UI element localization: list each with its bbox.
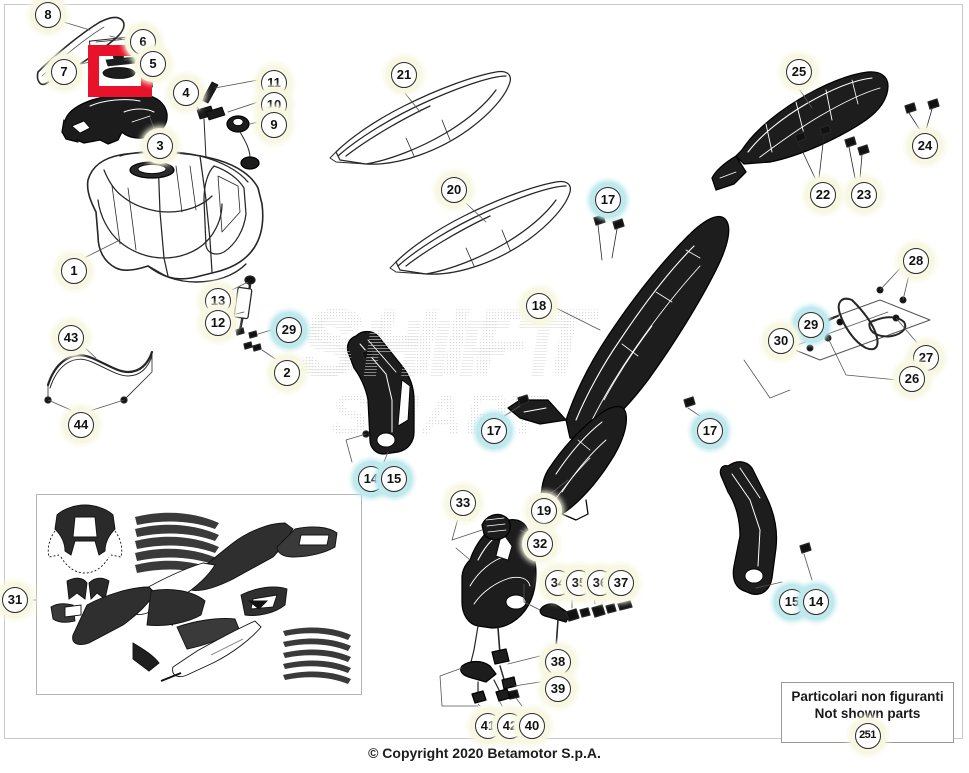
callout-1[interactable]: 1 xyxy=(61,258,87,284)
part-cluster-9-10-11 xyxy=(201,81,260,170)
part-front-mask-3 xyxy=(61,93,168,145)
callout-3[interactable]: 3 xyxy=(147,133,173,159)
callout-31[interactable]: 31 xyxy=(2,587,28,613)
callout-18[interactable]: 18 xyxy=(526,293,552,319)
part-seat-21 xyxy=(329,70,512,165)
part-rear-fender-25 xyxy=(711,71,889,191)
callout-12[interactable]: 12 xyxy=(205,310,231,336)
callout-41[interactable]: 41 xyxy=(475,713,501,739)
callout-4[interactable]: 4 xyxy=(173,80,199,106)
callout-19[interactable]: 19 xyxy=(531,498,557,524)
callout-43[interactable]: 43 xyxy=(58,325,84,351)
callout-7[interactable]: 7 xyxy=(51,59,77,85)
callout-29[interactable]: 29 xyxy=(276,317,302,343)
callout-17[interactable]: 17 xyxy=(481,418,507,444)
copyright-notice: © Copyright 2020 Betamotor S.p.A. xyxy=(368,745,601,761)
part-hardware-34-37 xyxy=(523,583,633,668)
callout-5[interactable]: 5 xyxy=(140,51,166,77)
callout-14[interactable]: 14 xyxy=(803,589,829,615)
graphics-kit-artwork xyxy=(47,504,351,684)
part-hose-43 xyxy=(44,350,154,404)
not-shown-line-en: Not shown parts xyxy=(814,706,921,721)
callout-29[interactable]: 29 xyxy=(798,312,824,338)
callout-33[interactable]: 33 xyxy=(450,490,476,516)
callout-26[interactable]: 26 xyxy=(899,366,925,392)
callout-15[interactable]: 15 xyxy=(779,589,805,615)
callout-30[interactable]: 30 xyxy=(768,328,794,354)
part-seat-20 xyxy=(389,180,572,275)
callout-21[interactable]: 21 xyxy=(391,62,417,88)
not-shown-parts-box: Particolari non figuranti Not shown part… xyxy=(781,682,954,749)
callout-15[interactable]: 15 xyxy=(381,466,407,492)
part-trim-strip-8 xyxy=(36,16,125,86)
callout-23[interactable]: 23 xyxy=(851,182,877,208)
callout-20[interactable]: 20 xyxy=(441,177,467,203)
part-guide-14-15-right xyxy=(719,461,813,596)
part-fuel-tank-1 xyxy=(86,150,264,283)
callout-8[interactable]: 8 xyxy=(35,2,61,28)
callout-27[interactable]: 27 xyxy=(913,345,939,371)
callout-22[interactable]: 22 xyxy=(810,182,836,208)
callout-38[interactable]: 38 xyxy=(545,649,571,675)
callout-17[interactable]: 17 xyxy=(697,418,723,444)
callout-39[interactable]: 39 xyxy=(545,676,571,702)
callout-37[interactable]: 37 xyxy=(608,570,634,596)
part-bolts-22-23-24 xyxy=(794,98,940,179)
callout-2[interactable]: 2 xyxy=(274,360,300,386)
callout-28[interactable]: 28 xyxy=(903,248,929,274)
part-airbox-32-33 xyxy=(451,503,537,629)
part-damper-12-13 xyxy=(233,275,262,352)
callout-9[interactable]: 9 xyxy=(261,112,287,138)
not-shown-line-it: Particolari non figuranti xyxy=(791,689,944,704)
graphics-kit-inset xyxy=(36,494,362,695)
part-bolts-17 xyxy=(497,195,707,421)
part-hoses-38-42 xyxy=(439,625,541,707)
callout-25[interactable]: 25 xyxy=(786,59,812,85)
callout-40[interactable]: 40 xyxy=(519,713,545,739)
part-bracket-14-15-left xyxy=(345,330,415,463)
callout-17[interactable]: 17 xyxy=(595,187,621,213)
callout-44[interactable]: 44 xyxy=(68,412,94,438)
callout-32[interactable]: 32 xyxy=(527,531,553,557)
callout-251[interactable]: 251 xyxy=(854,723,881,749)
callout-11[interactable]: 11 xyxy=(261,70,287,96)
callout-24[interactable]: 24 xyxy=(912,133,938,159)
